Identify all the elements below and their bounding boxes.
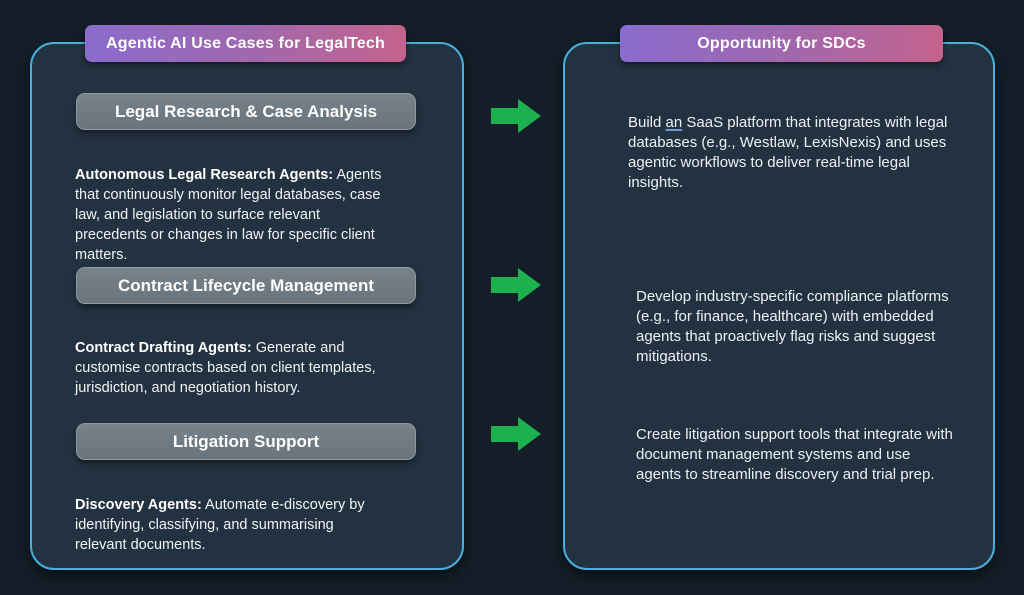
litigation-support-description: Discovery Agents: Automate e-discovery b… [75, 495, 389, 555]
opportunity-compliance-platforms: Develop industry-specific compliance pla… [636, 288, 949, 365]
left-panel-title-label: Agentic AI Use Cases for LegalTech [106, 34, 385, 52]
section-button-legal-research: Legal Research & Case Analysis [76, 93, 416, 130]
section-button-label: Litigation Support [172, 431, 320, 451]
section-button-contract-lifecycle: Contract Lifecycle Management [76, 267, 416, 304]
litigation-support-lead: Discovery Agents: [75, 496, 202, 513]
arrow-right-icon [491, 266, 541, 304]
opportunity-text: SaaS platform that integrates with legal… [628, 114, 948, 191]
arrow-right-icon [491, 415, 541, 453]
legaltech-use-cases-panel: Legal Research & Case Analysis Autonomou… [30, 42, 464, 570]
legal-research-body: Agents that continuously monitor legal d… [75, 166, 382, 263]
opportunity-saas-platform: Build an SaaS platform that integrates w… [628, 113, 950, 193]
right-panel-title: Opportunity for SDCs [620, 25, 943, 62]
contract-lifecycle-description: Contract Drafting Agents: Generate and c… [75, 338, 389, 398]
legal-research-lead: Autonomous Legal Research Agents: [75, 166, 334, 183]
section-button-label: Contract Lifecycle Management [117, 275, 374, 295]
sdc-opportunity-panel: Build an SaaS platform that integrates w… [563, 42, 995, 570]
opportunity-text: Build [628, 114, 666, 131]
section-button-litigation-support: Litigation Support [76, 423, 416, 460]
opportunity-litigation-tools: Create litigation support tools that int… [636, 426, 953, 483]
contract-lifecycle-body: Generate and customise contracts based o… [75, 339, 376, 396]
right-panel-title-label: Opportunity for SDCs [697, 34, 866, 52]
grammar-check-underline: an [665, 114, 683, 131]
section-button-label: Legal Research & Case Analysis [114, 101, 378, 121]
left-panel-title: Agentic AI Use Cases for LegalTech [85, 25, 406, 62]
litigation-support-body: Automate e-discovery by identifying, cla… [75, 496, 365, 553]
contract-lifecycle-lead: Contract Drafting Agents: [75, 339, 252, 356]
legal-research-description: Autonomous Legal Research Agents: Agents… [75, 165, 389, 265]
arrow-right-icon [491, 97, 541, 135]
